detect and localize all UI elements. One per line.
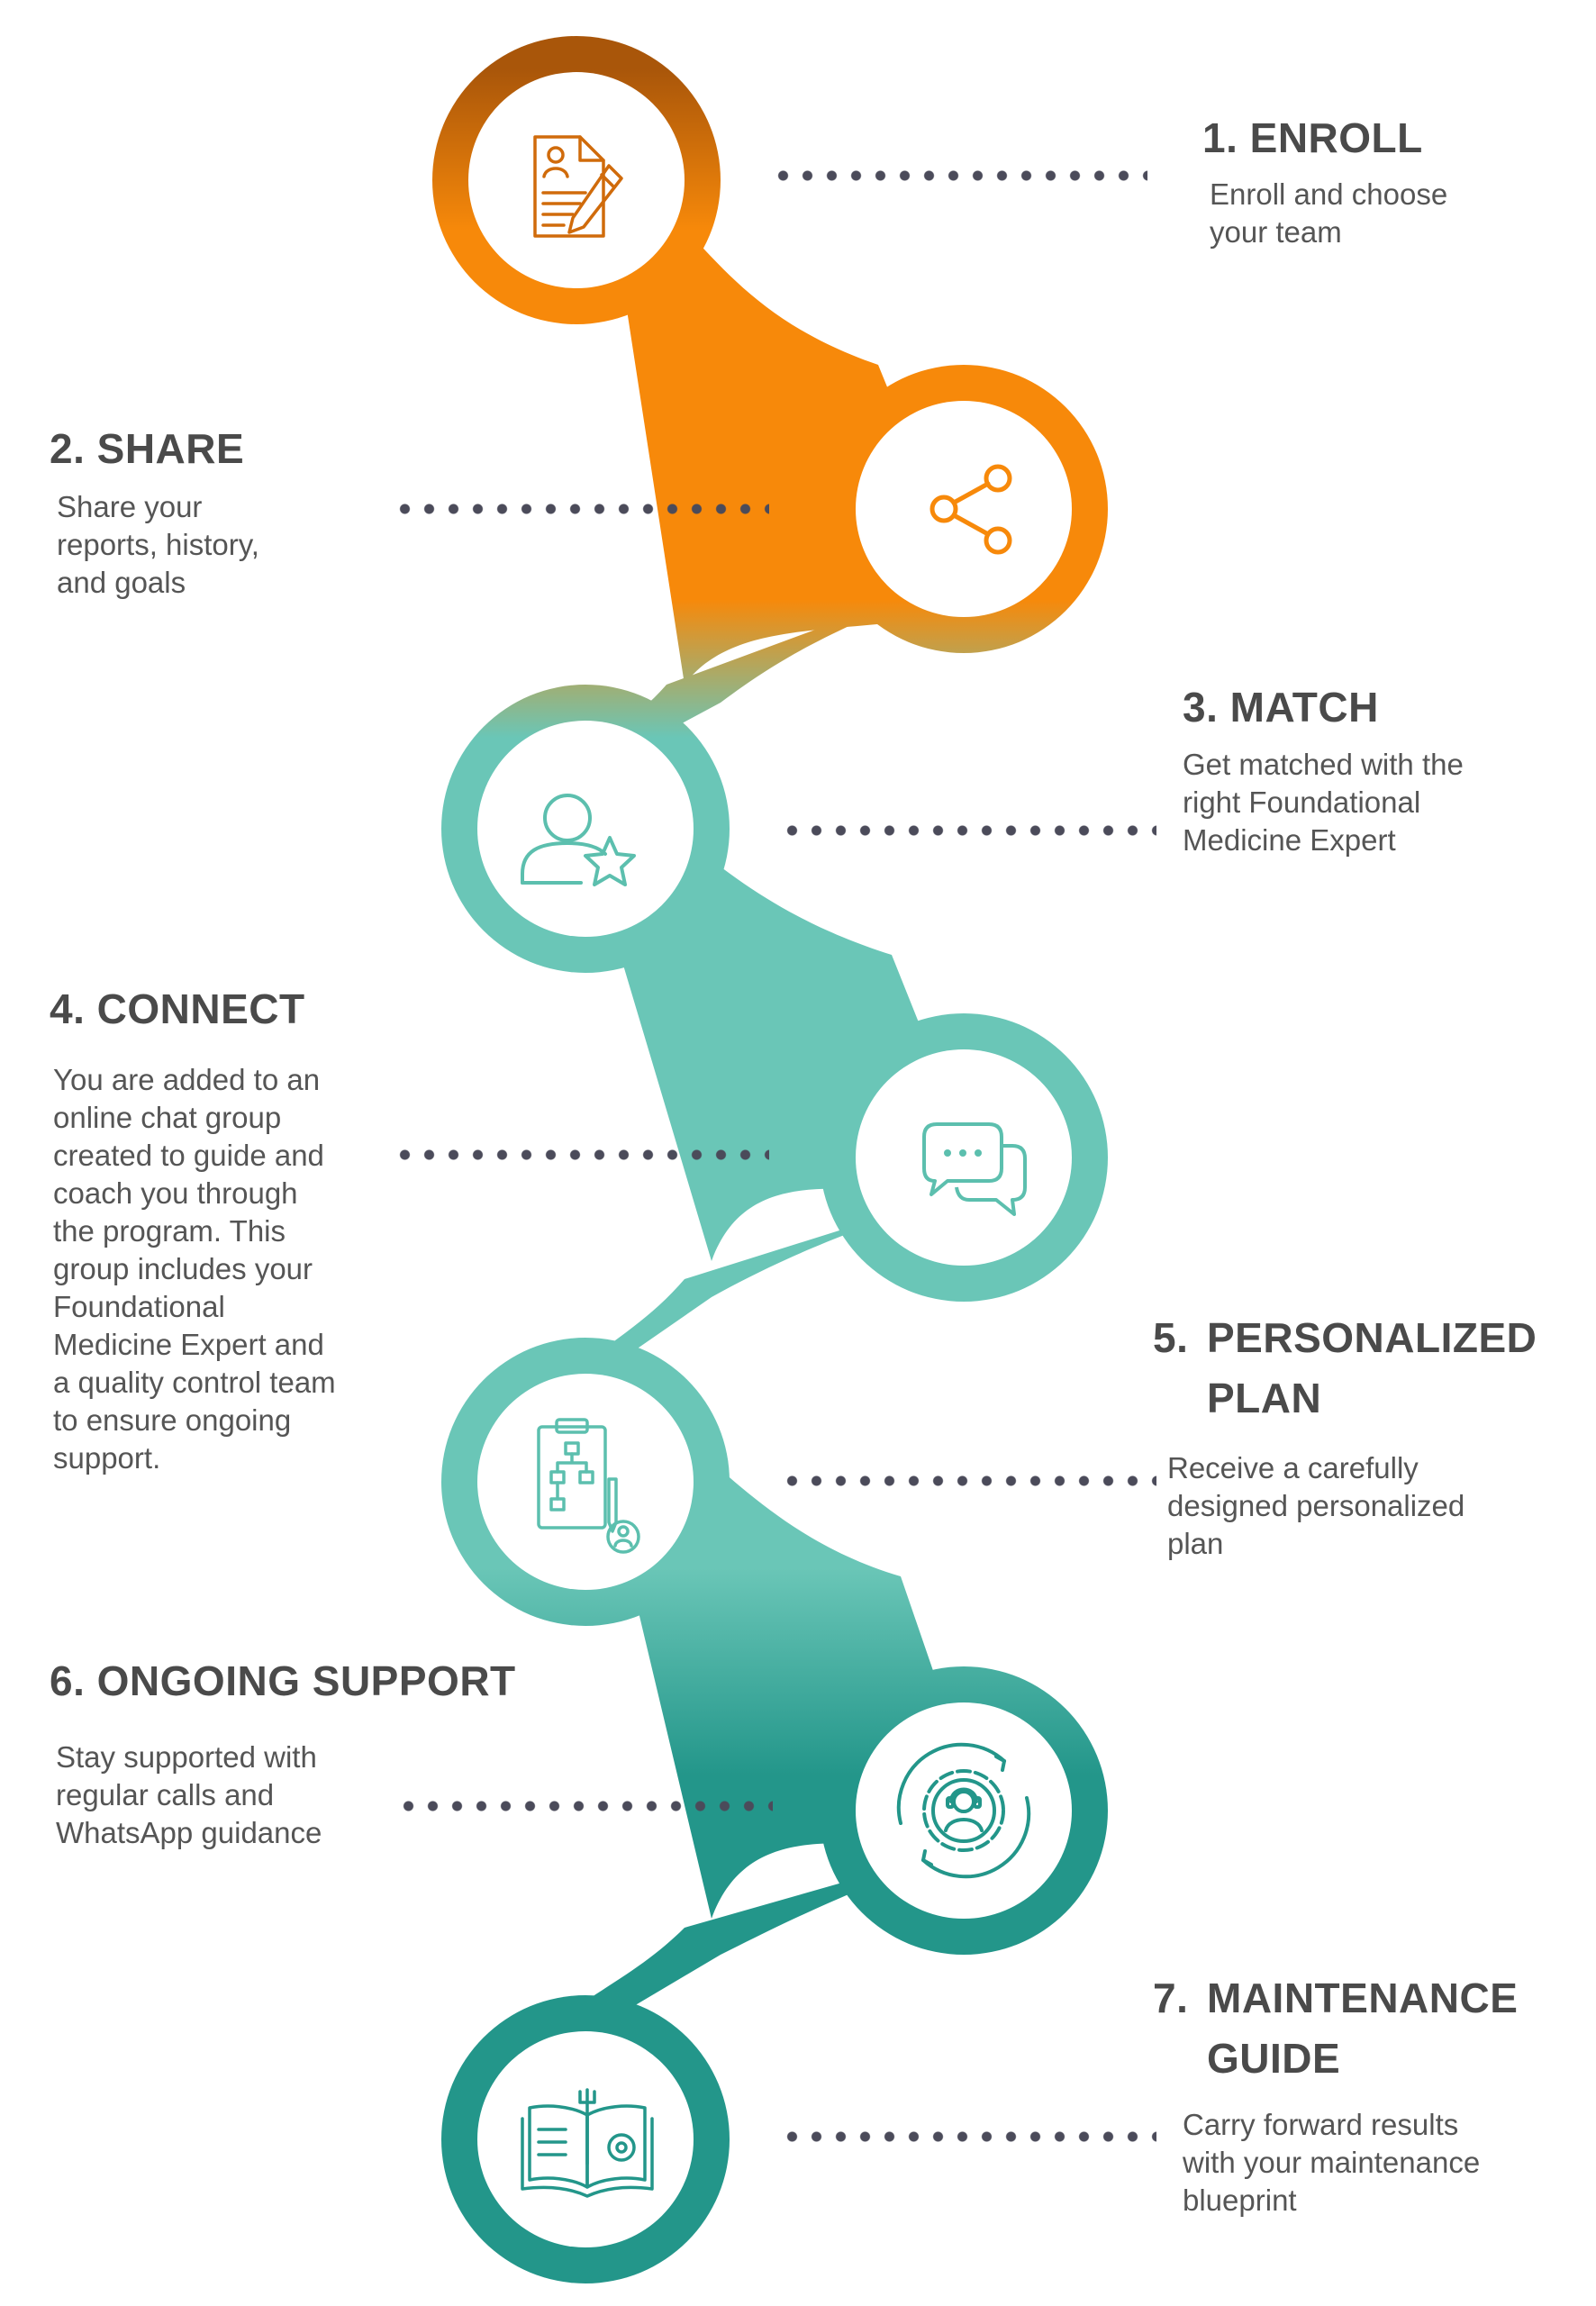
step-number: 2. [50,425,86,472]
clipboard-plan-icon [537,1418,640,1554]
step-7-description: Carry forward results with your maintena… [1183,2108,1481,2217]
book-tools-icon [521,2088,654,2198]
chat-bubbles-icon [922,1122,1027,1216]
step-number: 7. [1153,1975,1189,2021]
step-6-description: Stay supported with regular calls and Wh… [56,1740,322,1849]
step-6-title: 6. ONGOING SUPPORT [50,1651,516,1711]
step-6-connector-dots [396,1801,773,1811]
step-title-text: PERSONALIZED [1207,1314,1537,1361]
step-3-description: Get matched with the right Foundational … [1183,748,1464,857]
step-title-text-line2: GUIDE [1207,2035,1341,2082]
step-number: 4. [50,985,86,1032]
step-2-description: Share your reports, history, and goals [57,490,259,599]
step-1-description: Enroll and choose your team [1210,177,1448,249]
step-number: 3. [1183,684,1219,731]
step-title-text: ENROLL [1249,114,1423,161]
user-star-icon [521,794,636,886]
step-5-description: Receive a carefully designed personalize… [1167,1451,1465,1560]
step-4-description: You are added to an online chat group cr… [53,1063,336,1475]
enroll-form-pencil-icon [533,135,623,238]
step-number: 5. [1153,1314,1189,1361]
step-number: 1. [1202,114,1238,161]
step-title-text: MATCH [1229,684,1379,731]
support-gear-headset-icon [896,1742,1031,1879]
step-5-connector-dots [780,1475,1156,1486]
step-title-text-line2: PLAN [1207,1375,1322,1421]
step-title-text: ONGOING SUPPORT [96,1657,516,1704]
step-1-title: 1. ENROLL [1202,108,1423,168]
step-2-connector-dots [393,504,769,514]
step-3-connector-dots [780,825,1156,836]
step-title-text: CONNECT [96,985,305,1032]
step-4-title: 4. CONNECT [50,979,305,1040]
step-7-title: 7. MAINTENANCE GUIDE [1153,1968,1518,2089]
step-4-connector-dots [393,1149,769,1160]
step-7-connector-dots [780,2131,1156,2142]
share-icon [929,464,1012,555]
step-title-text: MAINTENANCE [1207,1975,1519,2021]
step-5-title: 5. PERSONALIZED PLAN [1153,1308,1537,1429]
step-3-title: 3. MATCH [1183,677,1379,738]
step-title-text: SHARE [96,425,245,472]
step-number: 6. [50,1657,86,1704]
step-2-title: 2. SHARE [50,419,244,479]
step-1-connector-dots [771,170,1147,181]
